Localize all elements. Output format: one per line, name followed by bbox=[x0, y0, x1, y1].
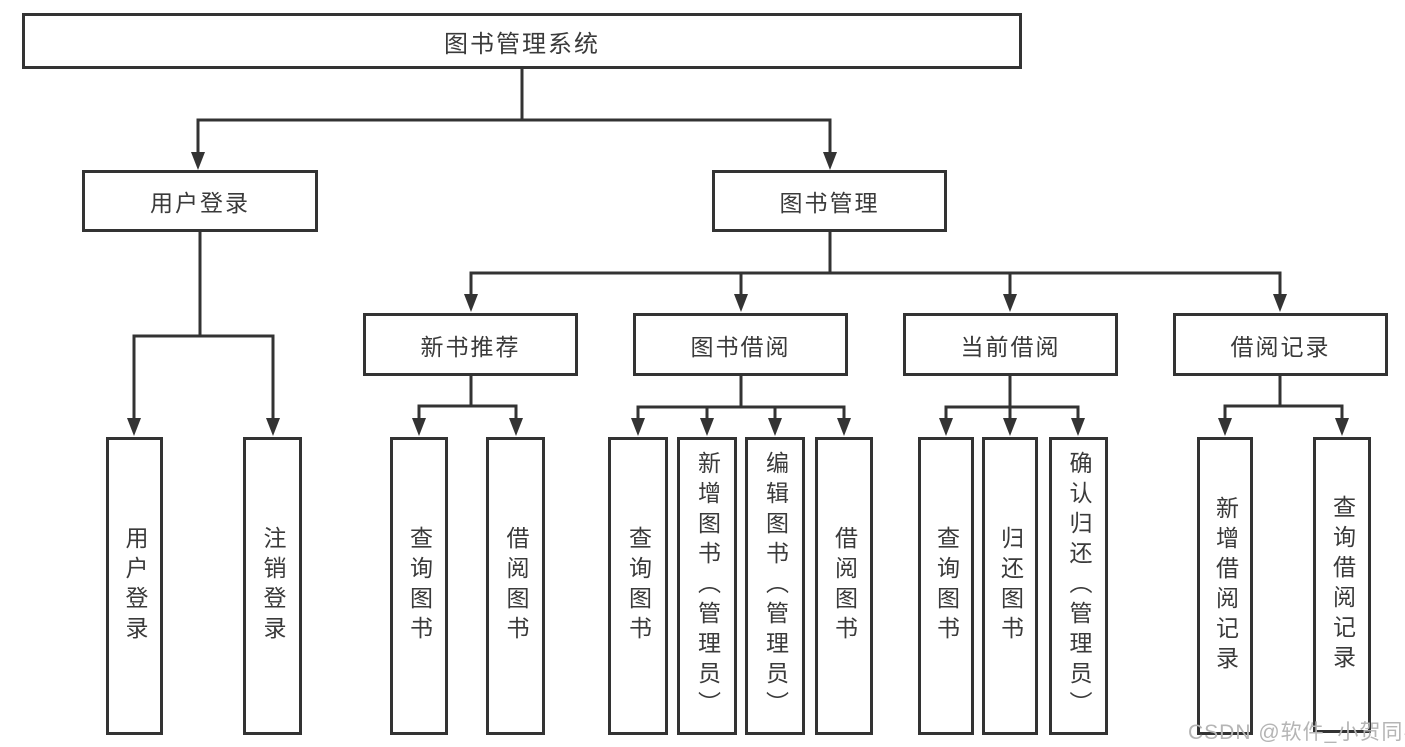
watermark: CSDN @软件_小贺同学 bbox=[1188, 721, 1405, 744]
arrow-to-leaf-borrow-books-rec bbox=[509, 418, 523, 436]
connector-book-borrow-split bbox=[636, 373, 846, 422]
arrow-to-leaf-query-books-rec bbox=[412, 418, 426, 436]
arrow-to-leaf-borrow-books bbox=[837, 418, 851, 436]
connector-borrow-records-split bbox=[1223, 373, 1344, 422]
arrow-to-user-login bbox=[191, 152, 205, 170]
leaf-user-login: 用户登录 bbox=[106, 437, 163, 735]
leaf-logout: 注销登录 bbox=[243, 437, 302, 735]
arrow-to-leaf-query-books-borrow bbox=[631, 418, 645, 436]
connector-root-split bbox=[196, 67, 832, 156]
leaf-edit-book-admin: 编辑图书（管理员） bbox=[745, 437, 805, 735]
node-book-borrow: 图书借阅 bbox=[633, 313, 848, 376]
leaf-confirm-return-admin: 确认归还（管理员） bbox=[1049, 437, 1108, 735]
arrow-to-book-borrow bbox=[734, 294, 748, 312]
connector-user-login-split bbox=[132, 229, 275, 422]
node-book-mgmt: 图书管理 bbox=[712, 170, 947, 232]
leaf-query-books-current: 查询图书 bbox=[918, 437, 974, 735]
arrow-to-leaf-add-record bbox=[1218, 418, 1232, 436]
leaf-borrow-books-rec: 借阅图书 bbox=[486, 437, 545, 735]
node-current-borrow: 当前借阅 bbox=[903, 313, 1118, 376]
arrow-to-leaf-confirm-return bbox=[1071, 418, 1085, 436]
leaf-return-books: 归还图书 bbox=[982, 437, 1038, 735]
leaf-borrow-books: 借阅图书 bbox=[815, 437, 873, 735]
connector-new-rec-split bbox=[417, 373, 518, 422]
leaf-query-borrow-record: 查询借阅记录 bbox=[1313, 437, 1371, 733]
arrow-to-borrow-records bbox=[1273, 294, 1287, 312]
arrow-to-leaf-query-books-current bbox=[939, 418, 953, 436]
arrow-to-leaf-logout bbox=[266, 418, 280, 436]
leaf-add-borrow-record: 新增借阅记录 bbox=[1197, 437, 1253, 735]
node-borrow-records: 借阅记录 bbox=[1173, 313, 1388, 376]
arrow-to-leaf-add-book bbox=[700, 418, 714, 436]
node-user-login: 用户登录 bbox=[82, 170, 318, 232]
arrow-to-leaf-query-record bbox=[1335, 418, 1349, 436]
arrowheads bbox=[127, 152, 1349, 436]
connector-current-borrow-split bbox=[944, 373, 1080, 422]
arrow-to-leaf-edit-book bbox=[768, 418, 782, 436]
arrow-to-book-mgmt bbox=[823, 152, 837, 170]
arrow-to-current-borrow bbox=[1003, 294, 1017, 312]
node-root: 图书管理系统 bbox=[22, 13, 1022, 69]
arrow-to-leaf-user-login bbox=[127, 418, 141, 436]
arrow-to-leaf-return-books bbox=[1003, 418, 1017, 436]
node-new-book-rec: 新书推荐 bbox=[363, 313, 578, 376]
leaf-add-book-admin: 新增图书（管理员） bbox=[677, 437, 737, 735]
connector-book-mgmt-split bbox=[469, 229, 1282, 298]
leaf-query-books-borrow: 查询图书 bbox=[608, 437, 668, 735]
arrow-to-new-rec bbox=[464, 294, 478, 312]
leaf-query-books-rec: 查询图书 bbox=[390, 437, 448, 735]
